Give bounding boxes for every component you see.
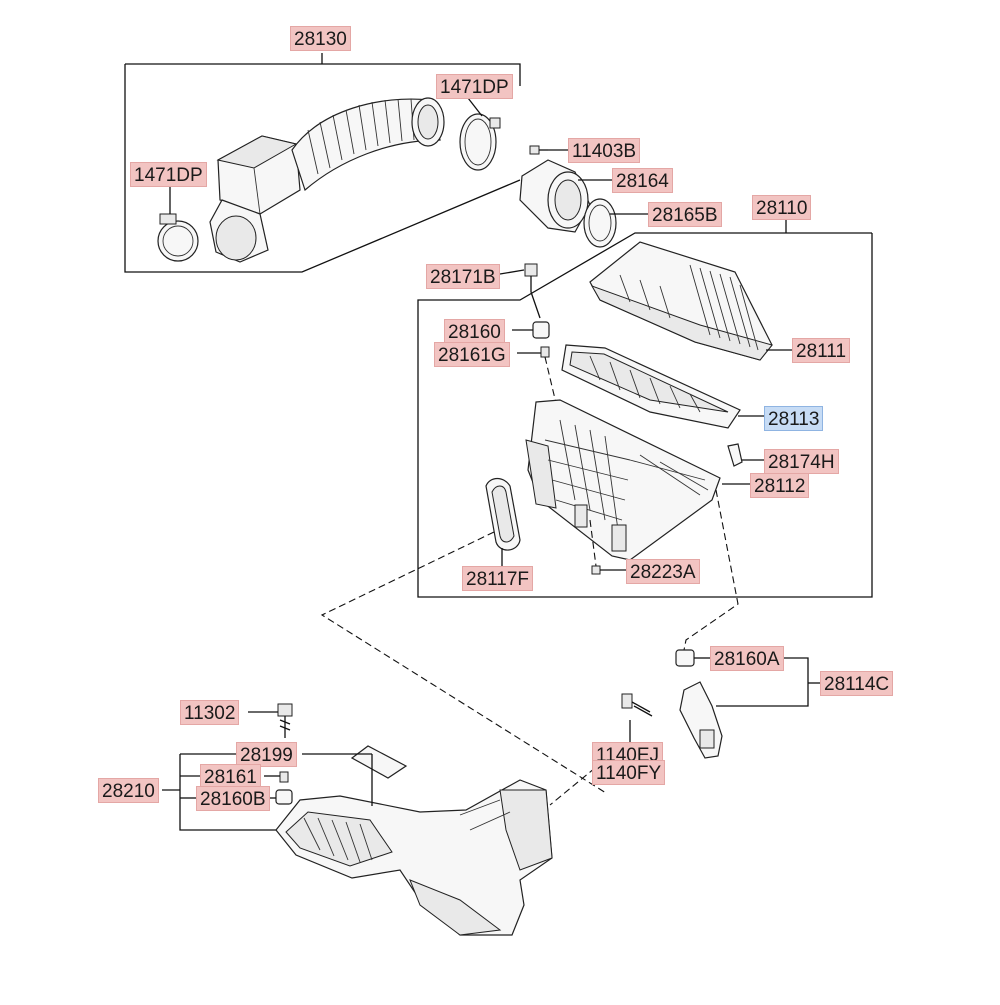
group-28110-frame — [417, 220, 873, 598]
bolt-1140ej — [621, 693, 653, 717]
leader-lines — [162, 97, 820, 831]
lower-duct-28210 — [275, 779, 553, 936]
label-28160b[interactable]: 28160B — [196, 786, 270, 811]
group-28130-frame — [124, 53, 521, 273]
label-28110[interactable]: 28110 — [752, 195, 812, 220]
bolt-28171b — [524, 263, 541, 319]
label-1140fy[interactable]: 1140FY — [592, 760, 666, 785]
clamp-1471dp-left — [157, 213, 199, 262]
screw-11403b — [529, 145, 548, 155]
bracket-28114c — [679, 681, 723, 759]
grommet-28160a — [675, 649, 695, 667]
pin-28161g — [540, 346, 561, 421]
label-28114c[interactable]: 28114C — [820, 671, 894, 696]
bolt-11302 — [277, 703, 293, 738]
label-28112[interactable]: 28112 — [750, 473, 810, 498]
label-28165b[interactable]: 28165B — [648, 202, 722, 227]
label-28171b[interactable]: 28171B — [426, 264, 500, 289]
clamp-1471dp-top — [459, 113, 501, 171]
label-28210[interactable]: 28210 — [98, 778, 159, 803]
gasket-28165b — [583, 198, 617, 248]
label-28161[interactable]: 28161 — [200, 764, 261, 789]
label-28111[interactable]: 28111 — [792, 338, 851, 363]
label-28174h[interactable]: 28174H — [764, 449, 839, 474]
label-28113[interactable]: 28113 — [764, 406, 824, 431]
filter-element-28113 — [561, 344, 741, 429]
cleaner-body-28112 — [525, 399, 721, 561]
label-28160a[interactable]: 28160A — [710, 646, 784, 671]
label-28161g[interactable]: 28161G — [434, 342, 510, 367]
label-1471dp-top[interactable]: 1471DP — [436, 74, 513, 99]
intake-hose-28130 — [209, 97, 445, 263]
label-11302[interactable]: 11302 — [180, 700, 240, 725]
label-28199[interactable]: 28199 — [236, 742, 297, 767]
grommet-28160b — [275, 789, 293, 805]
label-1471dp-left[interactable]: 1471DP — [130, 162, 207, 187]
seal-28117f — [485, 477, 521, 551]
grommet-28160 — [532, 321, 550, 339]
label-28117f[interactable]: 28117F — [462, 566, 534, 591]
maf-sensor-28164 — [519, 159, 591, 233]
label-28164[interactable]: 28164 — [612, 168, 673, 193]
cleaner-cover-28111 — [589, 241, 773, 361]
pin-28161 — [279, 771, 289, 783]
label-28223a[interactable]: 28223A — [626, 559, 700, 584]
label-11403b[interactable]: 11403B — [568, 138, 641, 163]
clip-28174h — [727, 443, 743, 467]
pad-28199 — [350, 745, 408, 779]
label-28160[interactable]: 28160 — [444, 319, 505, 344]
label-28130[interactable]: 28130 — [290, 26, 351, 51]
